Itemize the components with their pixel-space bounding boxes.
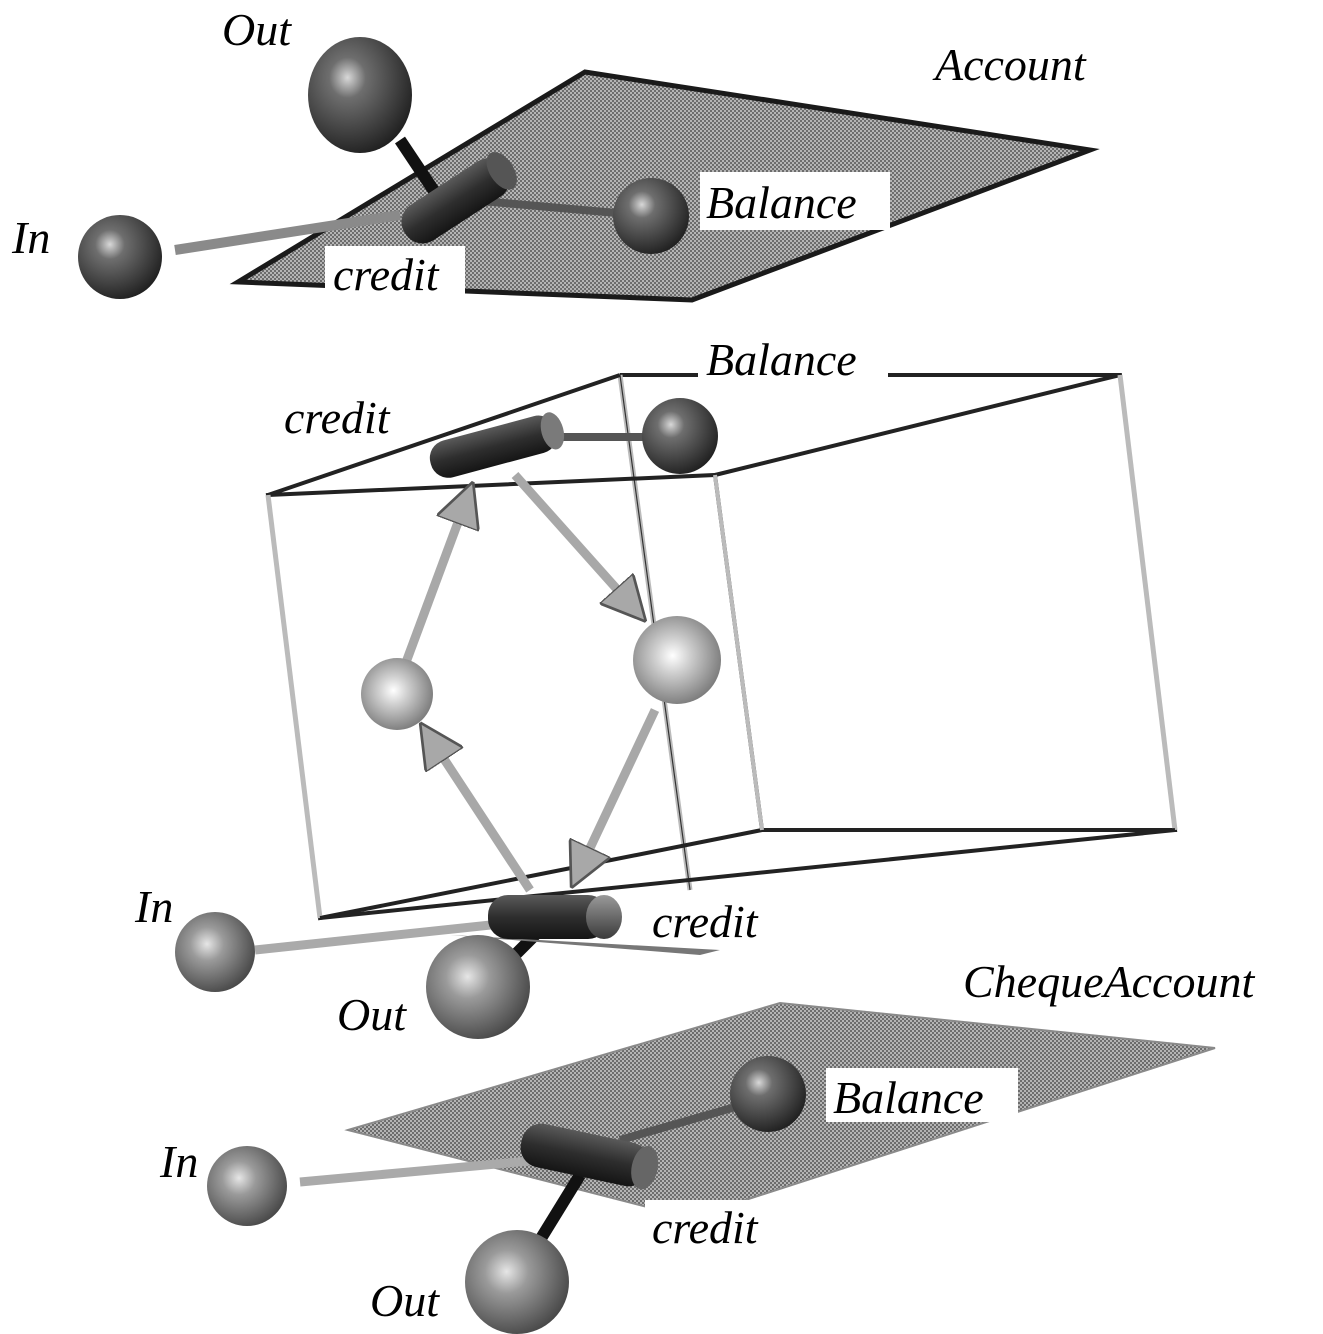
cheque-credit-cylinder bbox=[520, 1123, 659, 1190]
box-in-label: In bbox=[134, 881, 173, 932]
arrow-credit-bottom-to-left bbox=[425, 730, 534, 893]
arrow-left-to-credit-top bbox=[400, 490, 470, 667]
account-balance-label: Balance bbox=[706, 177, 857, 228]
box-left-edge bbox=[265, 494, 323, 919]
box-right-state-sphere bbox=[633, 616, 721, 704]
box-bottom-edge bbox=[319, 828, 1176, 920]
box-credit-top-label: credit bbox=[284, 392, 391, 443]
refinement-box-group: Balance credit credit In Out bbox=[134, 334, 1178, 1040]
cheque-out-label: Out bbox=[370, 1275, 440, 1326]
account-credit-cylinder bbox=[401, 152, 517, 244]
account-out-label: Out bbox=[222, 4, 292, 55]
account-in-sphere bbox=[78, 215, 162, 299]
account-credit-label: credit bbox=[333, 249, 440, 300]
box-top-left-edge bbox=[267, 373, 621, 497]
account-in-label: In bbox=[11, 212, 50, 263]
box-balance-sphere bbox=[642, 398, 718, 474]
account-plane-name: Account bbox=[932, 39, 1087, 90]
account-plane-group: Account Out In Balance credit bbox=[11, 4, 1100, 303]
box-top-right-edge bbox=[714, 373, 1121, 477]
cheque-out-sphere bbox=[465, 1230, 569, 1334]
box-bottom-plane-sliver bbox=[450, 935, 720, 955]
cheque-in-sphere bbox=[207, 1146, 287, 1226]
box-front-right-edge bbox=[713, 474, 764, 831]
account-link-in-credit bbox=[174, 210, 401, 255]
cheque-account-plane-group: ChequeAccount Balance credit In Out bbox=[159, 956, 1255, 1334]
account-balance-sphere bbox=[613, 178, 689, 254]
cheque-link-in-credit bbox=[299, 1155, 541, 1187]
box-link-in-credit bbox=[254, 919, 501, 955]
box-right-edge bbox=[1117, 374, 1178, 831]
arrow-right-to-credit-bottom bbox=[575, 708, 660, 880]
box-balance-label: Balance bbox=[706, 334, 857, 385]
cheque-balance-label: Balance bbox=[833, 1072, 984, 1123]
box-credit-bottom-label: credit bbox=[652, 896, 759, 947]
cheque-in-label: In bbox=[159, 1136, 198, 1187]
account-link-out-credit bbox=[395, 136, 445, 204]
account-out-sphere bbox=[308, 37, 412, 153]
box-in-sphere bbox=[175, 912, 255, 992]
account-link-credit-balance bbox=[469, 196, 629, 218]
cheque-plane-name: ChequeAccount bbox=[963, 956, 1255, 1007]
box-out-label: Out bbox=[337, 989, 407, 1040]
arrow-credit-top-to-right bbox=[511, 472, 640, 615]
cheque-balance-sphere bbox=[730, 1056, 806, 1132]
box-left-state-sphere bbox=[361, 658, 433, 730]
cheque-link-out-credit bbox=[534, 1171, 586, 1244]
box-out-sphere bbox=[426, 935, 530, 1039]
box-bottom-credit-cylinder bbox=[488, 895, 622, 939]
box-top-credit-cylinder bbox=[429, 412, 565, 478]
cheque-credit-label: credit bbox=[652, 1202, 759, 1253]
